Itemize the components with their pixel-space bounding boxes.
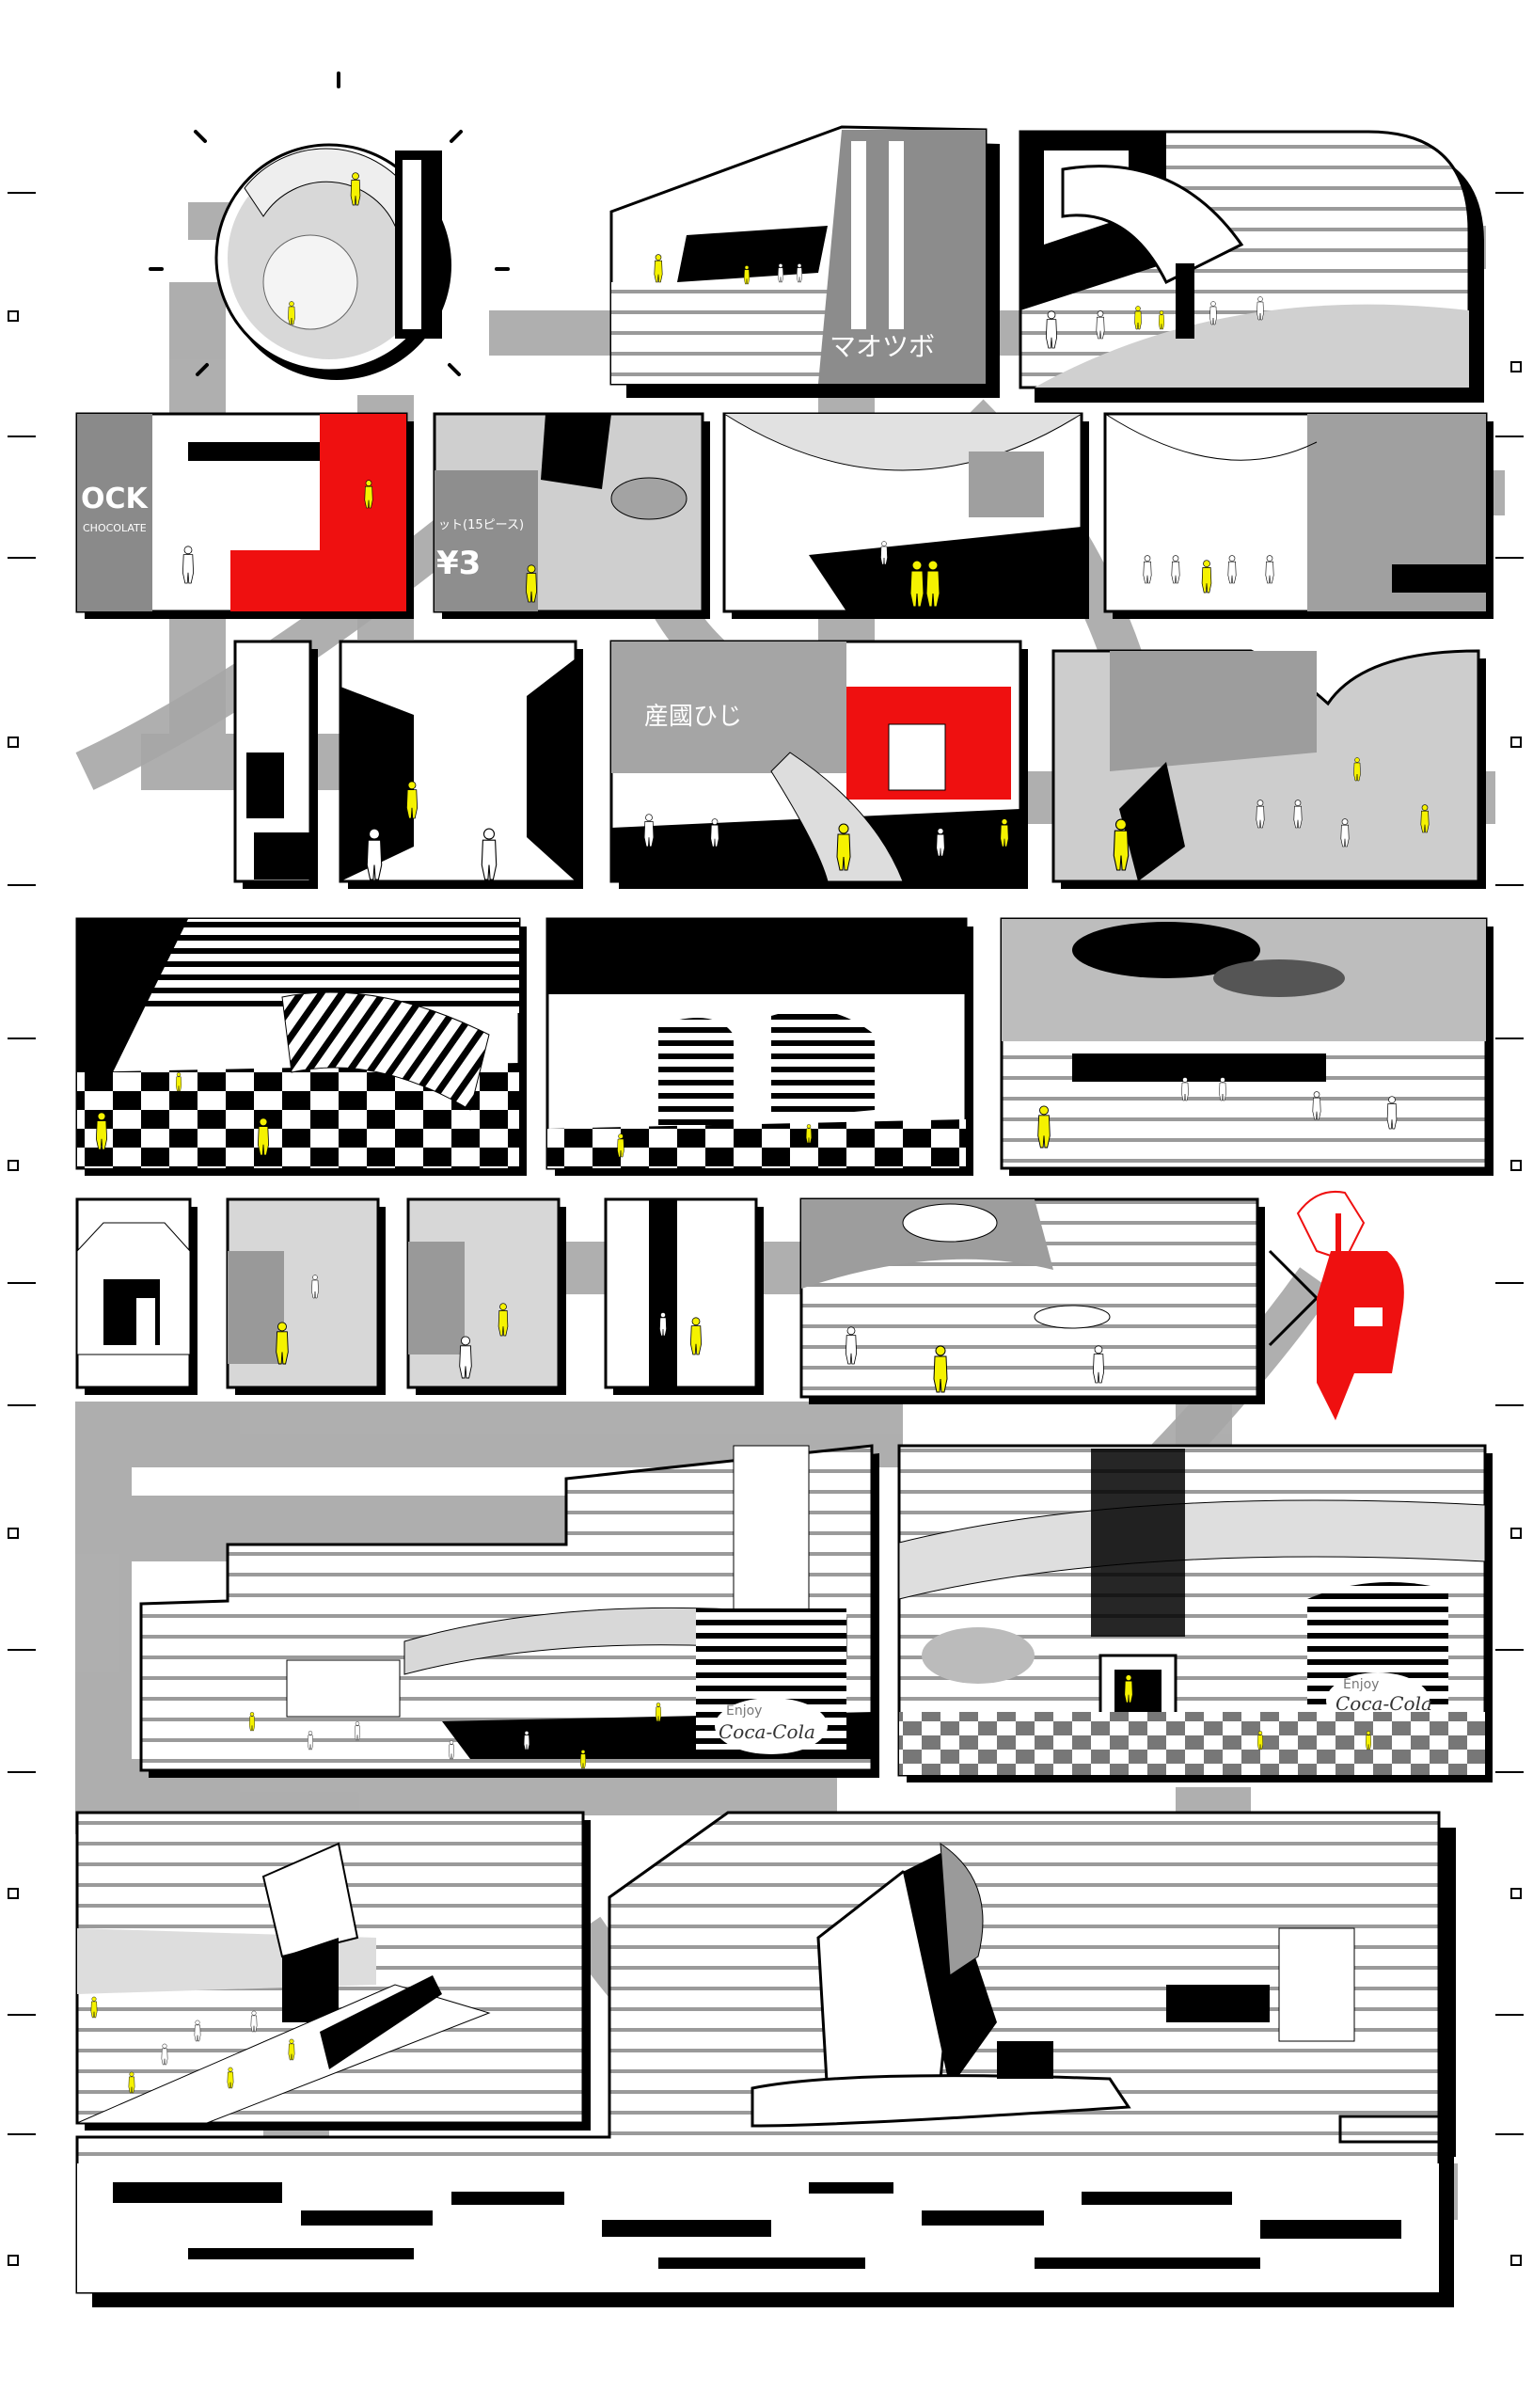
panel-corridor-c [604, 1197, 764, 1395]
panel-narrow-doorway [233, 640, 318, 889]
kanji-sign: 産國ひじ [644, 703, 742, 731]
panel-tree-plaza [1000, 917, 1493, 1176]
circle-panel [149, 71, 510, 380]
panel-tunnel-sign: マオツボ [609, 125, 1000, 398]
panel-checker-hall [75, 917, 527, 1176]
cola-script-left: Coca-Cola [719, 1720, 815, 1743]
katakana-sign: マオツボ [830, 331, 935, 362]
red-pavilion-model [1296, 1191, 1404, 1420]
panel-red-kiosk: 産國ひじ [609, 640, 1028, 889]
chocolate-sign: OCK [81, 483, 150, 515]
panel-cola-stadium: Enjoy Coca-Cola [139, 1444, 879, 1778]
panel-portrait-hall [1103, 412, 1493, 619]
panel-grey-atrium [1051, 649, 1486, 889]
panel-corridor-b [406, 1197, 566, 1395]
panel-boulevard [75, 1811, 591, 2131]
cola-script-right: Coca-Cola [1335, 1692, 1432, 1715]
snack-banner: ット(15ピース) [438, 518, 524, 532]
panel-corridor-walkers [339, 640, 583, 889]
cola-enjoy-right: Enjoy [1343, 1677, 1379, 1692]
chevron-right-icon [1268, 1249, 1320, 1347]
panel-city-model [75, 1811, 1456, 2307]
panel-price: ット(15ピース) ¥3 [433, 412, 710, 619]
panel-window-box [75, 1197, 198, 1395]
cola-enjoy-left: Enjoy [726, 1703, 762, 1719]
panel-diner [799, 1197, 1265, 1404]
chocolate-caption: CHOCOLATE [83, 522, 147, 534]
panel-striped-towers [545, 917, 973, 1176]
price-sign: ¥3 [436, 545, 481, 582]
panel-curved-gallery [1019, 130, 1484, 403]
panel-chocolate: OCK CHOCOLATE [75, 412, 414, 619]
panel-cola-plaza: Enjoy Coca-Cola [897, 1444, 1493, 1782]
panel-corridor-a [226, 1197, 386, 1395]
panel-arcade [722, 412, 1089, 619]
